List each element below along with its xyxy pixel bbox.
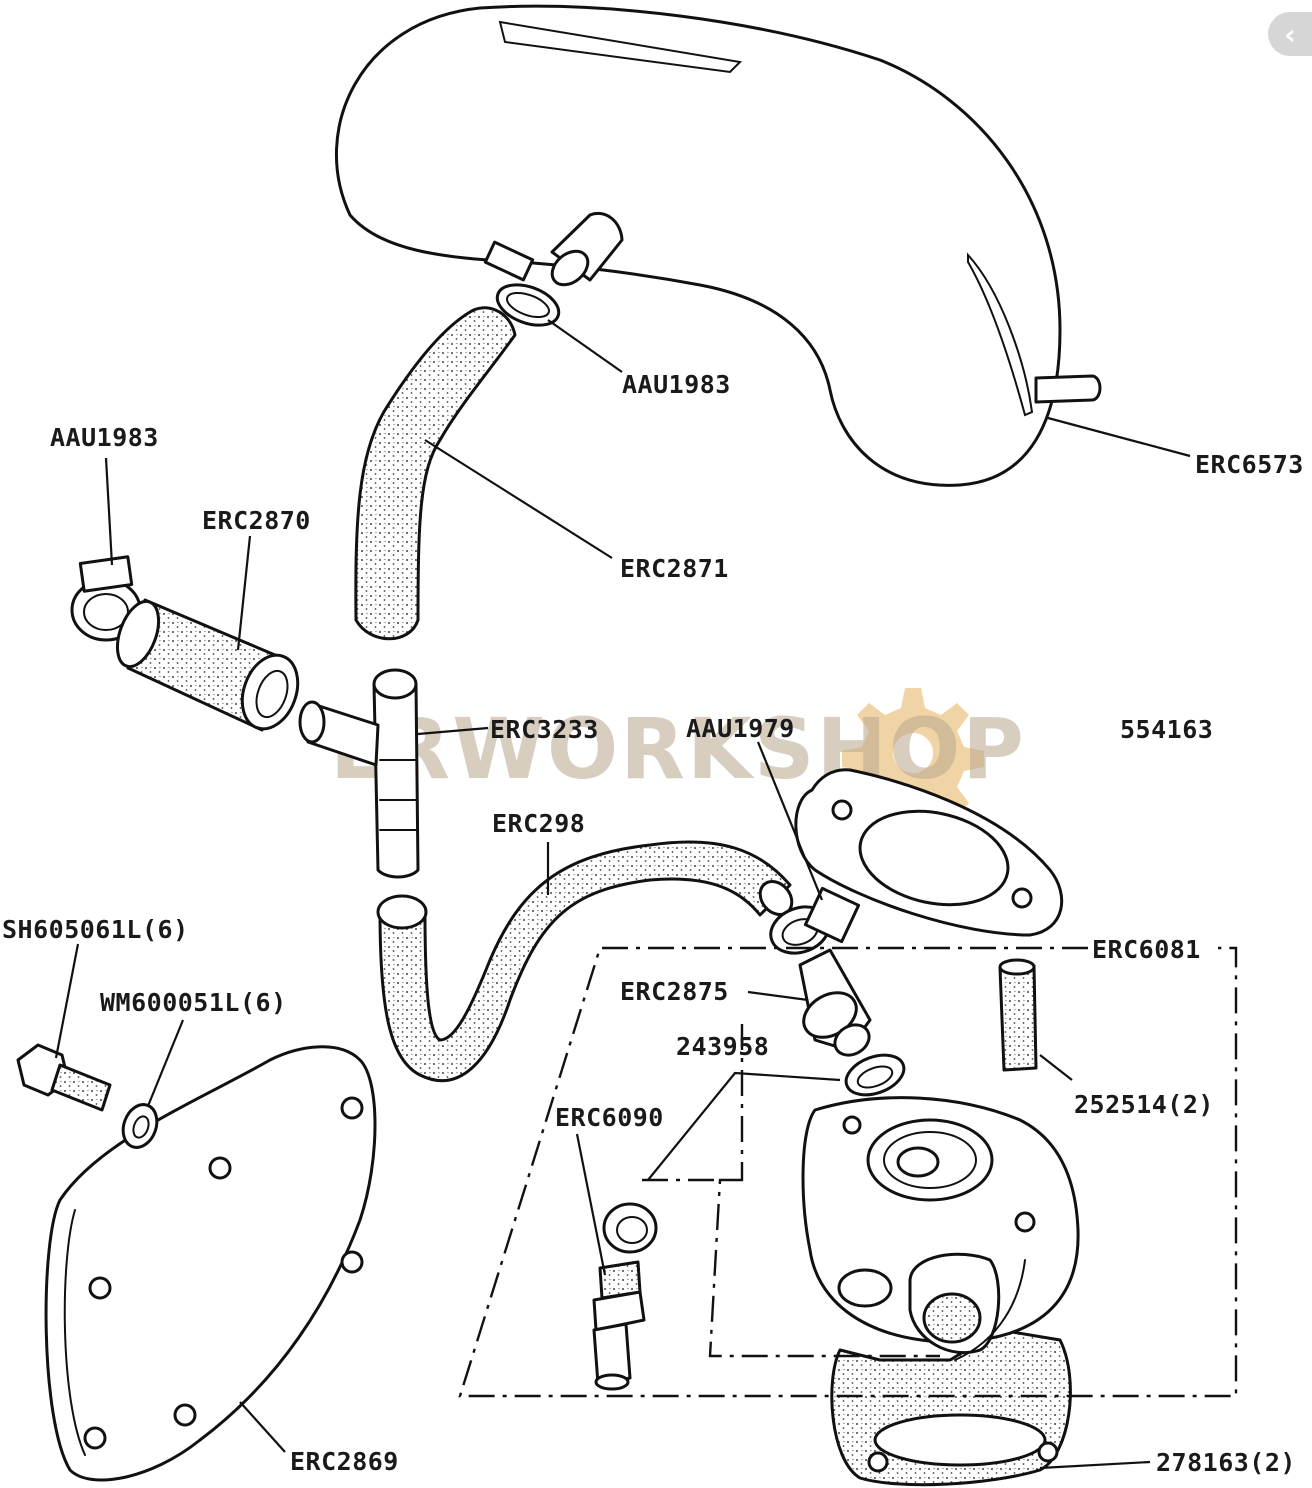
label-erc6081: ERC6081 bbox=[1092, 935, 1201, 964]
label-erc6573: ERC6573 bbox=[1195, 450, 1304, 479]
label-243958: 243958 bbox=[676, 1032, 769, 1061]
hose-erc298-end bbox=[376, 894, 428, 930]
label-278163: 278163(2) bbox=[1156, 1448, 1296, 1477]
label-erc298: ERC298 bbox=[492, 809, 585, 838]
leader-lines bbox=[54, 319, 1191, 1470]
gasket-upper bbox=[794, 768, 1064, 937]
reference-number: 554163 bbox=[1120, 715, 1213, 744]
hose-erc2871 bbox=[354, 306, 517, 641]
housing-erc6081 bbox=[801, 1096, 1080, 1487]
assembly-boundary-erc6081 bbox=[458, 946, 1238, 1398]
part-labels: AAU1983 ERC6573 AAU1983 ERC2870 ERC2871 … bbox=[2, 370, 1304, 1477]
label-aau1983-top: AAU1983 bbox=[622, 370, 731, 399]
hose-clip-top bbox=[483, 240, 561, 327]
label-252514: 252514(2) bbox=[1074, 1090, 1214, 1119]
bolt-sh605061l bbox=[16, 1043, 112, 1112]
label-aau1983-left: AAU1983 bbox=[50, 423, 159, 452]
label-erc2870: ERC2870 bbox=[202, 506, 311, 535]
watermark-text: LRWORKSHOP bbox=[330, 700, 1026, 798]
back-button[interactable]: ‹ bbox=[1268, 12, 1312, 56]
adaptor-erc2875 bbox=[798, 948, 872, 1057]
chevron-left-icon: ‹ bbox=[1284, 17, 1296, 51]
hose-clip-aau1979 bbox=[769, 886, 861, 955]
t-piece-erc3233 bbox=[298, 668, 420, 879]
o-ring-243958 bbox=[602, 1053, 906, 1254]
stud-252514 bbox=[998, 958, 1038, 1072]
label-erc3233: ERC3233 bbox=[490, 715, 599, 744]
hose-erc2870 bbox=[115, 598, 300, 732]
label-erc2875: ERC2875 bbox=[620, 977, 729, 1006]
hose-erc298 bbox=[378, 840, 792, 1082]
label-wm600051l: WM600051L(6) bbox=[100, 988, 287, 1017]
label-sh605061l: SH605061L(6) bbox=[2, 915, 189, 944]
cover-plate-erc2869 bbox=[44, 1045, 377, 1482]
banjo-erc6090 bbox=[592, 1260, 646, 1391]
label-aau1979: AAU1979 bbox=[686, 714, 795, 743]
air-cleaner-housing bbox=[335, 4, 1102, 487]
label-erc2871: ERC2871 bbox=[620, 554, 729, 583]
label-erc6090: ERC6090 bbox=[555, 1103, 664, 1132]
label-erc2869: ERC2869 bbox=[290, 1447, 399, 1476]
